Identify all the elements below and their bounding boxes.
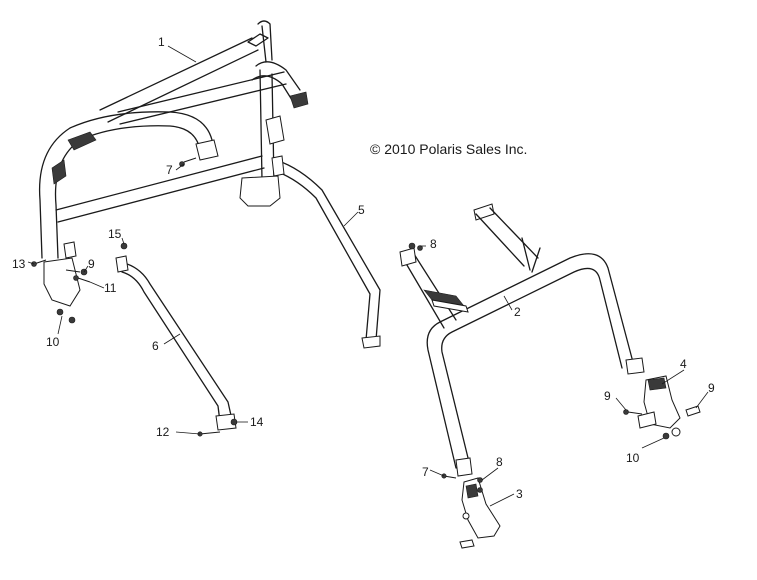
foot-bracket-part-3 bbox=[459, 477, 501, 549]
callout-7b: 7 bbox=[422, 465, 429, 479]
callout-7a: 7 bbox=[166, 163, 173, 177]
callout-9c: 9 bbox=[708, 381, 715, 395]
callout-15: 15 bbox=[108, 227, 122, 241]
callout-10b: 10 bbox=[626, 451, 640, 465]
rear-cab-frame-part-1 bbox=[38, 20, 309, 307]
foot-bracket-part-4 bbox=[637, 375, 701, 437]
callout-14: 14 bbox=[250, 415, 264, 429]
callout-1: 1 bbox=[158, 35, 165, 49]
callout-12: 12 bbox=[156, 425, 170, 439]
callout-6: 6 bbox=[152, 339, 159, 353]
support-tube-part-5 bbox=[271, 155, 381, 349]
callout-labels: 1 2 3 4 5 6 7 7 8 8 9 9 9 10 10 11 12 13… bbox=[12, 35, 715, 501]
fasteners bbox=[31, 157, 670, 493]
callout-11: 11 bbox=[104, 281, 117, 295]
callout-8b: 8 bbox=[496, 455, 503, 469]
callout-13: 13 bbox=[12, 257, 26, 271]
leader-lines bbox=[27, 45, 709, 507]
callout-9a: 9 bbox=[88, 257, 95, 271]
callout-4: 4 bbox=[680, 357, 687, 371]
callout-3: 3 bbox=[516, 487, 523, 501]
callout-10a: 10 bbox=[46, 335, 60, 349]
front-cab-frame-part-2 bbox=[399, 203, 645, 477]
copyright-text: © 2010 Polaris Sales Inc. bbox=[370, 141, 527, 157]
callout-2: 2 bbox=[514, 305, 521, 319]
callout-9b: 9 bbox=[604, 389, 611, 403]
callout-8a: 8 bbox=[430, 237, 437, 251]
support-tube-part-6 bbox=[115, 255, 237, 431]
callout-5: 5 bbox=[358, 203, 365, 217]
